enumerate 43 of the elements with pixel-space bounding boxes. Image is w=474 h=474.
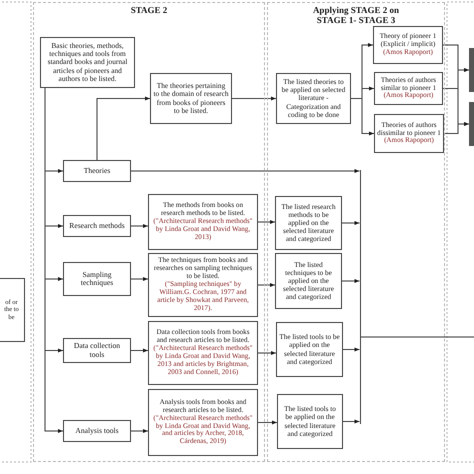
process-box [150, 73, 232, 124]
stage-heading: STAGE 2 [130, 5, 168, 16]
process-box [40, 37, 135, 88]
arrow [96, 96, 150, 160]
arrow [130, 277, 148, 281]
arrow [342, 348, 360, 352]
process-box [63, 160, 131, 182]
arrow [342, 279, 360, 283]
process-box [63, 262, 131, 296]
stage-heading: Applying STAGE 2 on STAGE 1- STAGE 3 [312, 5, 400, 26]
arrow [258, 420, 278, 424]
process-box [0, 278, 25, 342]
arrow [130, 224, 148, 228]
arrow [342, 420, 360, 424]
process-box [148, 389, 258, 456]
arrow [130, 429, 148, 433]
process-box [276, 322, 343, 377]
merge-line [360, 170, 361, 424]
process-box [148, 321, 258, 385]
arrow [258, 351, 276, 355]
process-box [63, 338, 131, 363]
process-box [374, 72, 443, 105]
arrow [342, 221, 360, 225]
arrow [258, 220, 276, 224]
process-box [63, 215, 131, 237]
stage-panel [267, 2, 445, 462]
arrow [350, 98, 374, 136]
arrow [130, 348, 148, 352]
process-box [277, 394, 343, 449]
arrow [444, 122, 470, 134]
output-bar [469, 48, 474, 92]
process-box [275, 196, 342, 250]
arrow [258, 283, 276, 287]
process-box [374, 114, 444, 153]
process-box [373, 26, 443, 64]
stage-panel [33, 2, 265, 462]
process-box [63, 420, 131, 442]
arrow [130, 169, 360, 173]
arrow [232, 96, 276, 100]
output-bar [469, 102, 474, 146]
process-box [275, 253, 342, 309]
process-box [148, 253, 258, 317]
process-box [148, 194, 258, 250]
